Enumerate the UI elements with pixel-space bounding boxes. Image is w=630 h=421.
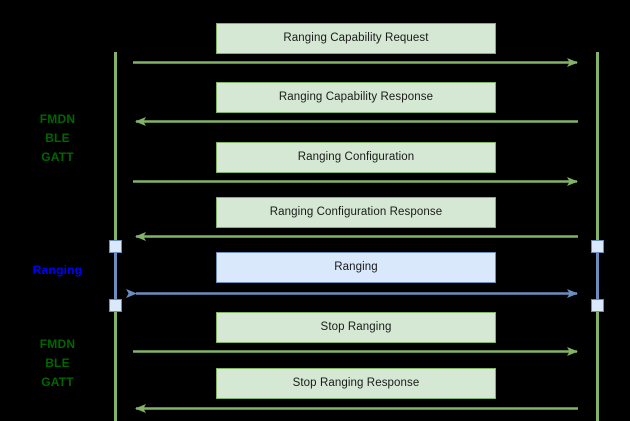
activation-left-bar [114,246,117,302]
activation-left-start-node[interactable] [109,240,122,253]
message-box-ranging: Ranging [216,252,496,283]
activation-left-end-node[interactable] [109,299,122,312]
right-lifeline [596,52,599,421]
activation-right-bar [596,246,599,302]
message-box-ranging-capability-request: Ranging Capability Request [216,23,496,54]
left-lifeline [114,52,117,421]
phase-label-fmdn-ble-gatt-top: FMDN BLE GATT [39,112,76,164]
message-label: Ranging Configuration [297,151,415,164]
activation-right-start-node[interactable] [591,240,604,253]
phase-label-ranging: Ranging [32,263,83,277]
message-label: Ranging Capability Response [278,91,434,104]
message-box-stop-ranging: Stop Ranging [216,312,496,343]
message-label: Stop Ranging Response [292,377,420,390]
message-box-ranging-configuration: Ranging Configuration [216,142,496,173]
message-box-stop-ranging-response: Stop Ranging Response [216,368,496,399]
activation-right-end-node[interactable] [591,299,604,312]
message-label: Ranging Capability Request [283,32,429,45]
message-label: Stop Ranging [320,321,392,334]
message-label: Ranging [334,261,378,274]
message-box-ranging-configuration-response: Ranging Configuration Response [216,197,496,228]
message-box-ranging-capability-response: Ranging Capability Response [216,82,496,113]
message-label: Ranging Configuration Response [269,206,443,219]
phase-label-fmdn-ble-gatt-bottom: FMDN BLE GATT [39,337,76,389]
